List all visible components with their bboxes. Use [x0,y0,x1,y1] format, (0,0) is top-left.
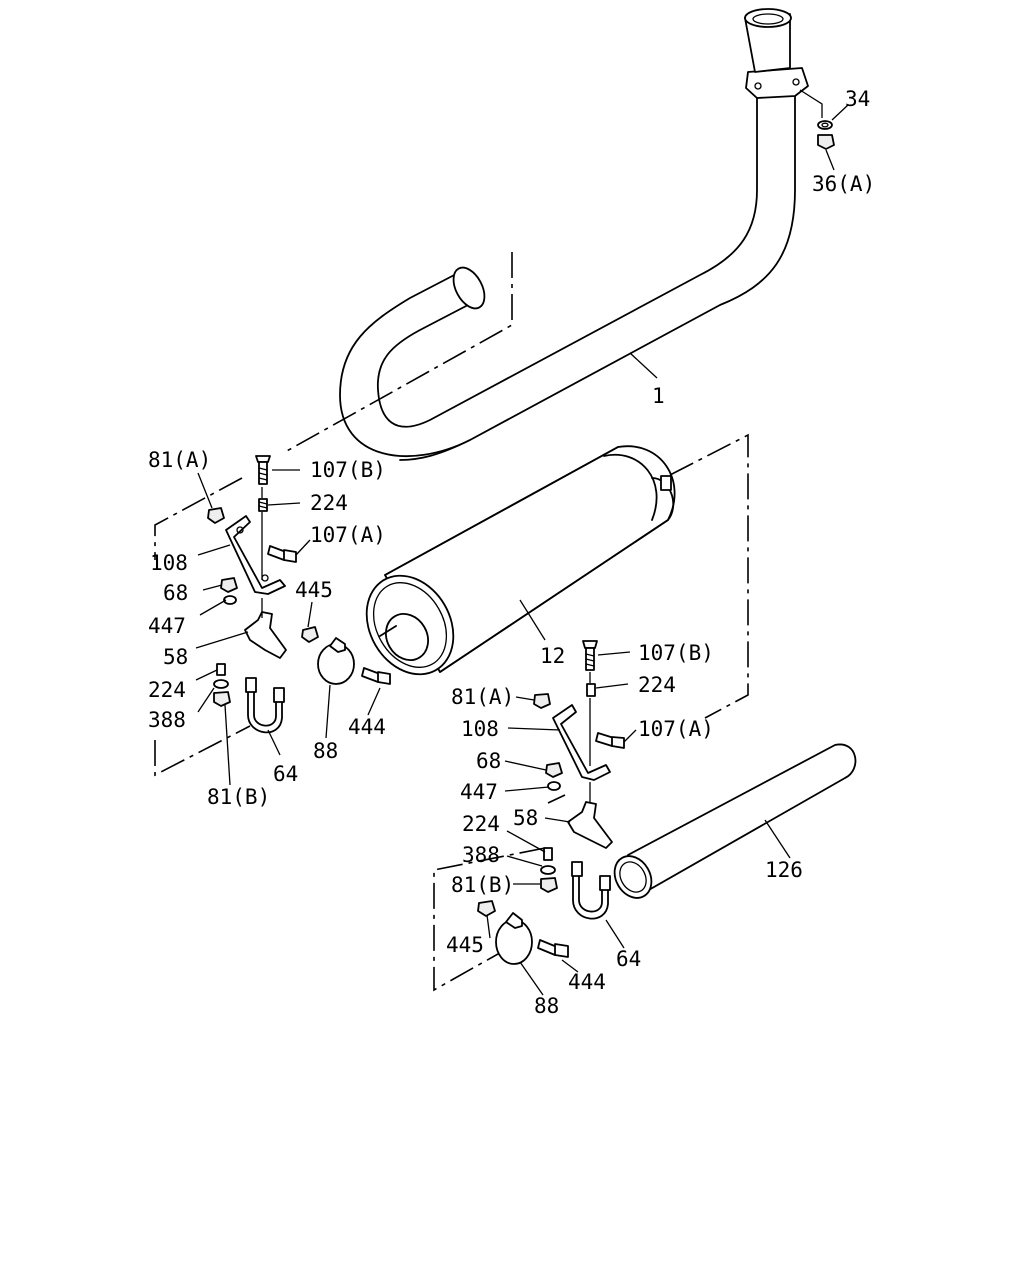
callout-444-left: 444 [348,715,386,739]
flange-washer-34 [817,120,833,130]
callout-1: 1 [652,384,665,408]
callout-34: 34 [845,87,870,111]
exhaust-pipe-part-1 [339,8,809,461]
callout-224-right-top: 224 [638,673,676,697]
centerline-muffler [669,433,749,719]
callout-81b-left: 81(B) [207,785,270,809]
callout-58-right: 58 [513,806,538,830]
callout-388-right: 388 [462,843,500,867]
callout-126: 126 [765,858,803,882]
callout-81a-right: 81(A) [451,685,514,709]
callout-444-right: 444 [568,970,606,994]
callout-445-left: 445 [295,578,333,602]
muffler-part-12 [365,445,676,676]
callout-12: 12 [540,644,565,668]
left-clamp-assembly [301,626,391,685]
callout-64-right: 64 [616,947,641,971]
callout-88-left: 88 [313,739,338,763]
callout-447-left: 447 [148,614,186,638]
callout-108-left: 108 [150,551,188,575]
callout-labels: 34 36(A) 1 81(A) 107(B) 224 107(A) 108 6… [148,87,875,1018]
callout-447-right: 447 [460,780,498,804]
callout-81b-right: 81(B) [451,873,514,897]
callout-81a-left: 81(A) [148,448,211,472]
left-bracket-assembly [154,455,297,777]
callout-445-right: 445 [446,933,484,957]
callout-107a-left: 107(A) [310,523,386,547]
callout-108-right: 108 [461,717,499,741]
callout-107b-right: 107(B) [638,641,714,665]
callout-64-left: 64 [273,762,298,786]
callout-36a: 36(A) [812,172,875,196]
callout-68-right: 68 [476,749,501,773]
callout-224-left-top: 224 [310,491,348,515]
flange-nut-36a [817,134,835,150]
tail-pipe-part-126 [613,743,857,899]
callout-68-left: 68 [163,581,188,605]
callout-88-right: 88 [534,994,559,1018]
callout-107b-left: 107(B) [310,458,386,482]
callout-224-left-bottom: 224 [148,678,186,702]
callout-224-right-bottom: 224 [462,812,500,836]
centerline-pipe-rear [284,252,513,453]
centerline-left-bracket [154,477,243,560]
leader-lines [195,104,849,996]
right-bracket-assembly [433,640,625,992]
callout-58-left: 58 [163,645,188,669]
callout-388-left: 388 [148,708,186,732]
right-clamp-assembly [477,900,569,965]
callout-107a-right: 107(A) [638,717,714,741]
